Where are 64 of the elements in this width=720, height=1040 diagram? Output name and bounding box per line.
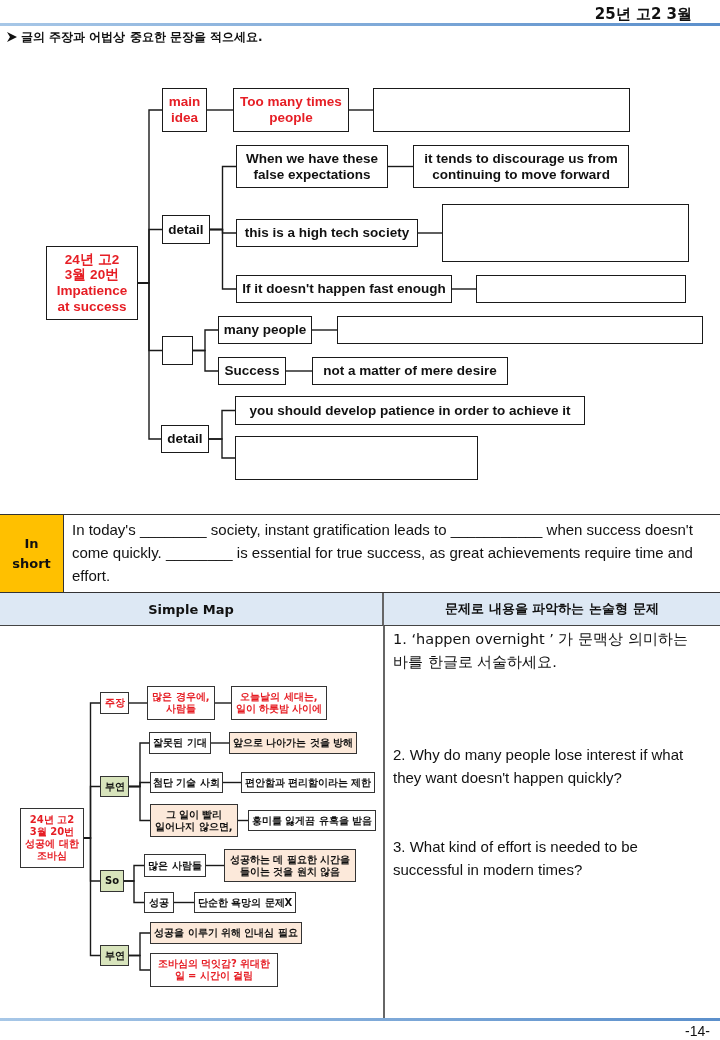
- category-box: detail: [161, 425, 209, 453]
- answer-box: [476, 275, 686, 303]
- phrase-box: many people: [218, 316, 312, 344]
- category-box: 부연: [100, 945, 129, 966]
- connector-line: [192, 349, 219, 372]
- phrase-box: 편안함과 편리함이라는 제한: [241, 772, 375, 793]
- connector-line: [206, 109, 234, 111]
- phrase-box: 오늘날의 세대는, 일이 하룻밤 사이에: [231, 686, 327, 720]
- phrase-box: When we have these false expectations: [236, 145, 388, 188]
- phrase-box: 단순한 욕망의 문제X: [194, 892, 296, 913]
- category-box: 주장: [100, 692, 129, 714]
- question-text: 3. What kind of effort is needed to be successful in modern times?: [393, 837, 639, 880]
- connector-line: [128, 954, 151, 971]
- phrase-box: If it doesn't happen fast enough: [236, 275, 452, 303]
- phrase-box: 많은 사람들: [144, 854, 206, 877]
- connector-line: [128, 702, 148, 704]
- phrase-box: 흥미를 잃게끔 유혹을 받음: [248, 810, 376, 831]
- connector-line: [417, 232, 443, 234]
- connector-line: [123, 880, 145, 904]
- summary-tag: In short: [0, 514, 64, 593]
- connector-line: [387, 165, 414, 168]
- connector-line: [208, 438, 236, 459]
- connector-line: [451, 288, 477, 290]
- answer-box: [235, 436, 478, 480]
- phrase-box: 잘못된 기대: [149, 732, 211, 754]
- phrase-box: 많은 경우에, 사람들: [147, 686, 215, 720]
- answer-box: [373, 88, 630, 132]
- category-box: So: [100, 870, 124, 892]
- phrase-box: it tends to discourage us from continuing to move forward: [413, 145, 629, 188]
- connector-line: [348, 109, 374, 111]
- instruction-text: 글의 주장과 어법상 중요한 문장을 적으세요.: [21, 29, 263, 46]
- connector-line: [209, 228, 237, 290]
- title-box: 24년 고2 3월 20번 성공에 대한 조바심: [20, 808, 84, 868]
- connector-line: [214, 702, 232, 704]
- connector-line: [311, 329, 338, 331]
- title-box: 24년 고2 3월 20번 Impatience at success: [46, 246, 138, 320]
- column-header: 문제로 내용을 파악하는 논술형 문제: [384, 593, 720, 626]
- phrase-box: not a matter of mere desire: [312, 357, 508, 385]
- category-box: main idea: [162, 88, 207, 132]
- phrase-box: Too many times people: [233, 88, 349, 132]
- answer-box: [162, 336, 193, 365]
- header-text: 25년 고2 3월: [594, 5, 692, 24]
- phrase-box: Success: [218, 357, 286, 385]
- phrase-box: 성공하는 데 필요한 시간을 들이는 것을 원치 않음: [224, 849, 356, 882]
- answer-box: [337, 316, 703, 344]
- phrase-box: 그 일이 빨리 일어나지 않으면,: [150, 804, 238, 837]
- phrase-box: 성공을 이루기 위해 인내심 필요: [150, 922, 302, 944]
- phrase-box: 앞으로 나아가는 것을 방해: [229, 732, 357, 754]
- connector-line: [285, 370, 313, 372]
- answer-box: [442, 204, 689, 262]
- category-box: detail: [162, 215, 210, 244]
- connector-line: [128, 785, 151, 822]
- phrase-box: 성공: [144, 892, 174, 913]
- phrase-box: this is a high tech society: [236, 219, 418, 247]
- phrase-box: you should develop patience in order to achieve it: [235, 396, 585, 425]
- question-text: 1. ‘happen overnight ’ 가 문맥상 의미하는 바를 한글로 서술하세요.: [393, 630, 689, 672]
- connector-line: [173, 901, 195, 904]
- question-text: 2. Why do many people lose interest if what they want doesn't happen quickly?: [393, 745, 685, 788]
- phrase-box: 첨단 기술 사회: [150, 772, 223, 793]
- connector-line: [210, 742, 230, 744]
- category-box: 부연: [100, 776, 129, 797]
- page-number: -14-: [685, 1023, 710, 1039]
- phrase-box: 조바심의 먹잇감? 위대한 일 = 시간이 걸림: [150, 953, 278, 987]
- column-header: Simple Map: [0, 593, 384, 626]
